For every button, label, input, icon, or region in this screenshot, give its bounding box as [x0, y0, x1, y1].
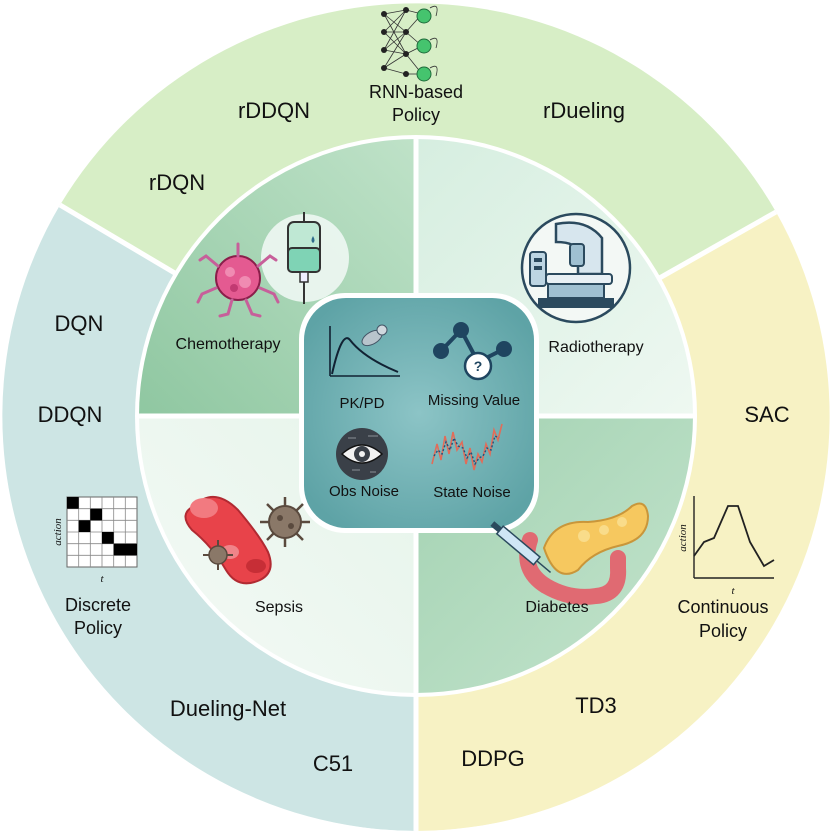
recurrent-title-line1: RNN-based [369, 82, 463, 102]
method-sac: SAC [744, 402, 789, 427]
method-ddqn: DDQN [38, 402, 103, 427]
neural-network-icon [381, 5, 438, 82]
method-td3: TD3 [575, 693, 617, 718]
method-rdueling: rDueling [543, 98, 625, 123]
svg-text:?: ? [474, 358, 483, 374]
discrete-axis-y: action [52, 518, 64, 546]
continuous-axis-y: action [677, 524, 689, 552]
recurrent-title-line2: Policy [392, 105, 440, 125]
missing-value-graph-icon: ? [433, 322, 512, 381]
diabetes-label: Diabetes [525, 599, 588, 616]
method-ddpg: DDPG [461, 746, 525, 771]
cancer-cell-iv-bag-icon [196, 212, 349, 318]
method-rddqn: rDDQN [238, 98, 310, 123]
discrete-grid-icon [66, 496, 138, 568]
center-item-missing-value-label: Missing Value [428, 392, 520, 409]
center-item-state-noise-label: State Noise [433, 484, 511, 501]
center-item-obs-noise-label: Obs Noise [329, 483, 399, 500]
method-rdqn: rDQN [149, 170, 205, 195]
chemotherapy-label: Chemotherapy [176, 336, 281, 353]
discrete-title-line2: Policy [74, 618, 122, 638]
method-c51: C51 [313, 751, 353, 776]
sepsis-label: Sepsis [255, 599, 303, 616]
pk-pd-curve-icon [329, 324, 400, 377]
continuous-title-line1: Continuous [677, 597, 768, 617]
radiotherapy-machine-icon [520, 212, 632, 324]
noisy-signal-icon [431, 423, 503, 471]
continuous-line-icon [693, 496, 775, 579]
pancreas-syringe-icon [490, 502, 650, 605]
continuous-axis-x: t [731, 585, 735, 597]
discrete-title-line1: Discrete [65, 595, 131, 615]
noisy-eye-icon [336, 428, 388, 480]
blood-vessel-bacteria-icon [184, 496, 310, 585]
method-dueling-net: Dueling-Net [170, 696, 286, 721]
center-item-pkpd-label: PK/PD [339, 395, 384, 412]
radiotherapy-label: Radiotherapy [548, 339, 643, 356]
method-dqn: DQN [55, 311, 104, 336]
discrete-axis-x: t [100, 573, 104, 585]
continuous-title-line2: Policy [699, 621, 747, 641]
